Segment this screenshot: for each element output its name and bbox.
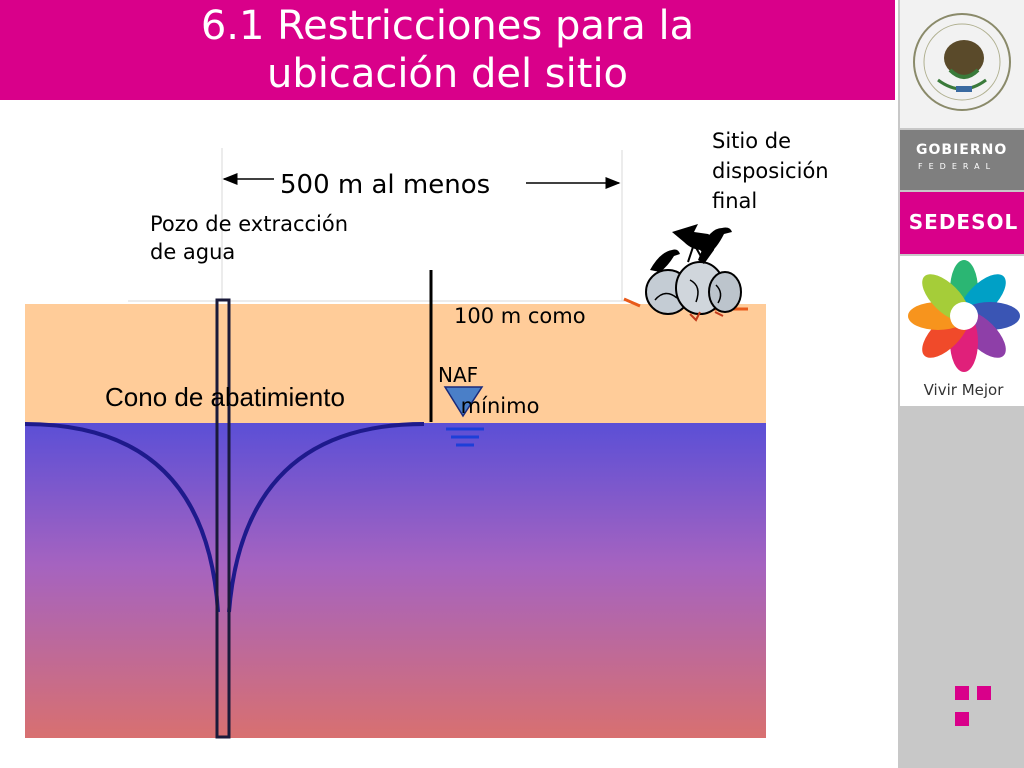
aquifer-layer: [25, 423, 766, 738]
garbage-pile-icon: [623, 261, 748, 322]
cone-label: Cono de abatimiento: [105, 382, 345, 412]
soil-layer: [25, 304, 766, 424]
slide-title-line1: 6.1 Restricciones para la: [200, 3, 695, 49]
site-label-line3: final: [712, 189, 758, 213]
vivir-mejor-logo: Vivir Mejor: [900, 256, 1024, 406]
crow-icon: [650, 224, 732, 272]
slide-title-line2: ubicación del sitio: [266, 51, 629, 97]
min-distance-line2: mínimo: [454, 394, 540, 418]
sedesol-text: SEDESOL: [908, 210, 1019, 234]
vivir-mejor-text: Vivir Mejor: [923, 381, 1004, 399]
cone-of-depression-right: [227, 422, 425, 613]
site-label-line2: disposición: [712, 159, 829, 183]
well-label-line2: de agua: [150, 240, 236, 264]
well-label-line1: Pozo de extracción: [150, 212, 349, 236]
squares-logo-icon: [955, 686, 991, 726]
slide-title: 6.1 Restricciones para la ubicación del …: [0, 2, 895, 98]
min-distance-line1: 100 m como: [454, 304, 586, 328]
gobierno-line2: FEDERAL: [918, 162, 997, 171]
min-distance-label: 100 m como mínimo: [454, 241, 586, 451]
cone-of-depression-left: [24, 422, 220, 613]
title-bar: [0, 0, 895, 100]
water-well: [215, 298, 231, 739]
sedesol-logo: SEDESOL: [900, 192, 1024, 254]
sidebar: GOBIERNO FEDERAL SEDESOL Vivir Mejor: [895, 0, 1024, 768]
naf-label: NAF: [438, 363, 479, 387]
flower-icon: [908, 260, 1020, 372]
gobierno-line1: GOBIERNO: [916, 142, 1008, 158]
site-label-line1: Sitio de: [712, 129, 792, 153]
mexico-seal-logo: [900, 0, 1024, 128]
distance-label: 500 m al menos: [280, 170, 491, 200]
gobierno-federal-logo: GOBIERNO FEDERAL: [900, 130, 1024, 190]
eagle-seal-icon: [913, 13, 1011, 111]
well-label: Pozo de extracción de agua: [150, 210, 348, 266]
aquifer-diagram: [24, 148, 766, 739]
site-label: Sitio de disposición final: [712, 126, 829, 216]
naf-triangle-icon: [443, 386, 484, 418]
